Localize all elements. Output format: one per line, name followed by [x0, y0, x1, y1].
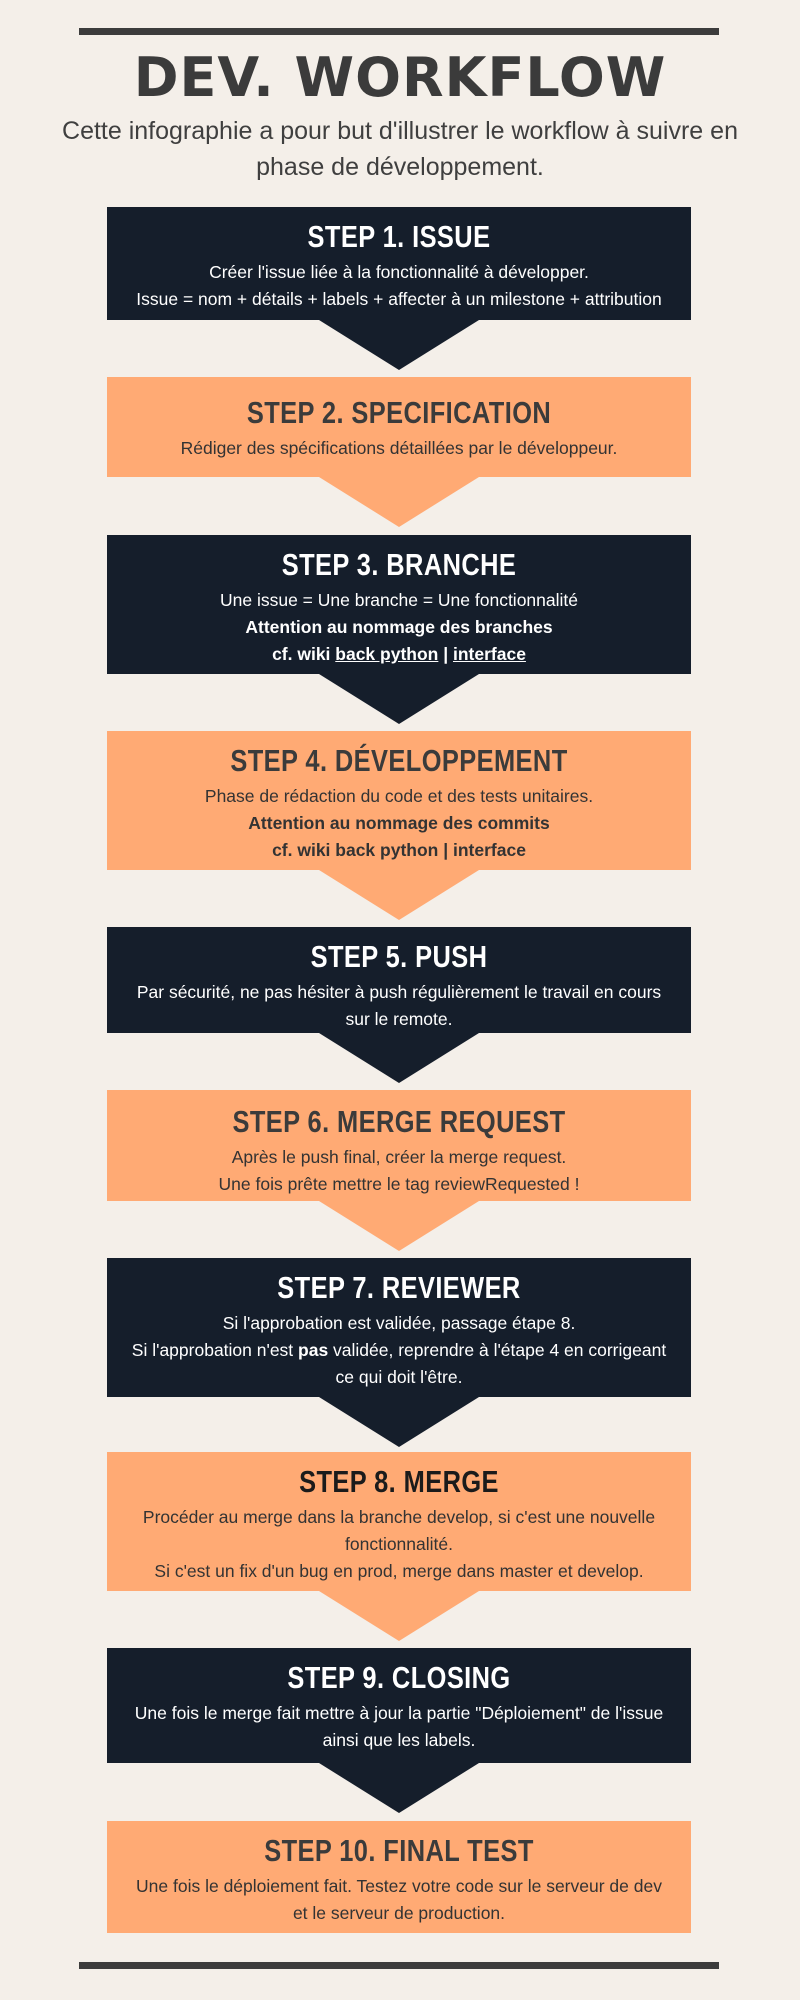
step-text-part: validée, reprendre à l'étape 4 en corrig… [328, 1340, 667, 1360]
step-text: Rédiger des spécifications détaillées pa… [180, 438, 618, 458]
step-4-developpement: STEP 4. DÉVELOPPEMENT Phase de rédaction… [107, 731, 691, 920]
step-text: et le serveur de production. [292, 1903, 506, 1923]
step-text-part: Si l'approbation n'est [131, 1340, 299, 1360]
step-title: STEP 10. FINAL TEST [264, 1833, 534, 1868]
step-text-emphasis: pas [298, 1340, 329, 1360]
step-text: ce qui doit l'être. [335, 1367, 463, 1387]
step-text: Attention au nommage des branches [245, 617, 553, 637]
down-arrow-icon [319, 477, 479, 527]
down-arrow-icon [319, 1033, 479, 1083]
down-arrow-icon [319, 1591, 479, 1641]
step-text: Par sécurité, ne pas hésiter à push régu… [136, 982, 662, 1002]
step-text: Procéder au merge dans la branche develo… [142, 1507, 656, 1527]
step-text: Une fois le déploiement fait. Testez vot… [136, 1876, 662, 1896]
step-title-text: STEP 8. MERGE [299, 1464, 499, 1499]
top-divider [79, 28, 719, 35]
step-text: Créer l'issue liée à la fonctionnalité à… [209, 262, 589, 282]
step-8-merge: STEP 8. MERGE Procéder au merge dans la … [107, 1452, 691, 1641]
wiki-link-interface[interactable]: interface [452, 644, 526, 664]
step-7-reviewer: STEP 7. REVIEWER Si l'approbation est va… [107, 1258, 691, 1447]
step-text: Une issue = Une branche = Une fonctionna… [219, 590, 578, 610]
step-text: Attention au nommage des commits [248, 813, 550, 833]
page-subtitle: Cette infographie a pour but d'illustrer… [62, 117, 738, 181]
wiki-link-back-python[interactable]: back python [335, 840, 439, 860]
step-text: Si l'approbation n'est pas validée, repr… [121, 1337, 677, 1364]
step-6-merge-request: STEP 6. MERGE REQUEST Après le push fina… [107, 1090, 691, 1251]
step-9-closing: STEP 9. CLOSING Une fois le merge fait m… [107, 1648, 691, 1813]
step-text: Si l'approbation est validée, passage ét… [222, 1313, 576, 1333]
wiki-links: cf. wiki back python | interface [121, 641, 677, 668]
step-text: Une fois prête mettre le tag reviewReque… [218, 1174, 580, 1194]
step-text: Après le push final, créer la merge requ… [231, 1147, 567, 1167]
step-5-push: STEP 5. PUSH Par sécurité, ne pas hésite… [107, 927, 691, 1083]
wiki-prefix: cf. wiki [272, 840, 336, 860]
step-title: STEP 9. CLOSING [287, 1660, 511, 1695]
down-arrow-icon [319, 674, 479, 724]
wiki-separator: | [438, 644, 453, 664]
step-title: STEP 1. ISSUE [307, 219, 491, 254]
step-title: STEP 4. DÉVELOPPEMENT [230, 743, 568, 778]
wiki-prefix: cf. wiki [272, 644, 336, 664]
step-title: STEP 2. SPECIFICATION [246, 395, 552, 430]
step-text: Phase de rédaction du code et des tests … [204, 786, 594, 806]
step-text: fonctionnalité. [345, 1534, 453, 1554]
down-arrow-icon [319, 870, 479, 920]
step-title: STEP 5. PUSH [310, 939, 488, 974]
step-title: STEP 3. BRANCHE [281, 547, 517, 582]
page-title: DEV. WORKFLOW [133, 46, 667, 109]
step-3-branche: STEP 3. BRANCHE Une issue = Une branche … [107, 535, 691, 724]
step-text: Si c'est un fix d'un bug en prod, merge … [154, 1561, 644, 1581]
wiki-separator: | [438, 840, 453, 860]
down-arrow-icon [319, 1763, 479, 1813]
step-10-final-test: STEP 10. FINAL TEST Une fois le déploiem… [107, 1821, 691, 1933]
step-1-issue: STEP 1. ISSUE Créer l'issue liée à la fo… [107, 207, 691, 370]
down-arrow-icon [319, 1397, 479, 1447]
wiki-link-back-python[interactable]: back python [335, 644, 439, 664]
down-arrow-icon [319, 320, 479, 370]
step-text: ainsi que les labels. [322, 1730, 476, 1750]
wiki-links: cf. wiki back python | interface [121, 837, 677, 864]
step-text: Une fois le merge fait mettre à jour la … [134, 1703, 664, 1723]
down-arrow-icon [319, 1201, 479, 1251]
step-text: sur le remote. [345, 1009, 453, 1029]
step-title: STEP 7. REVIEWER [277, 1270, 521, 1305]
step-title: STEP 6. MERGE REQUEST [232, 1104, 566, 1139]
step-text: Issue = nom + détails + labels + affecte… [136, 289, 662, 309]
step-title: STEP 8. MERGE [171, 1462, 627, 1502]
step-2-specification: STEP 2. SPECIFICATION Rédiger des spécif… [107, 377, 691, 527]
bottom-divider [79, 1962, 719, 1969]
wiki-link-interface[interactable]: interface [452, 840, 526, 860]
